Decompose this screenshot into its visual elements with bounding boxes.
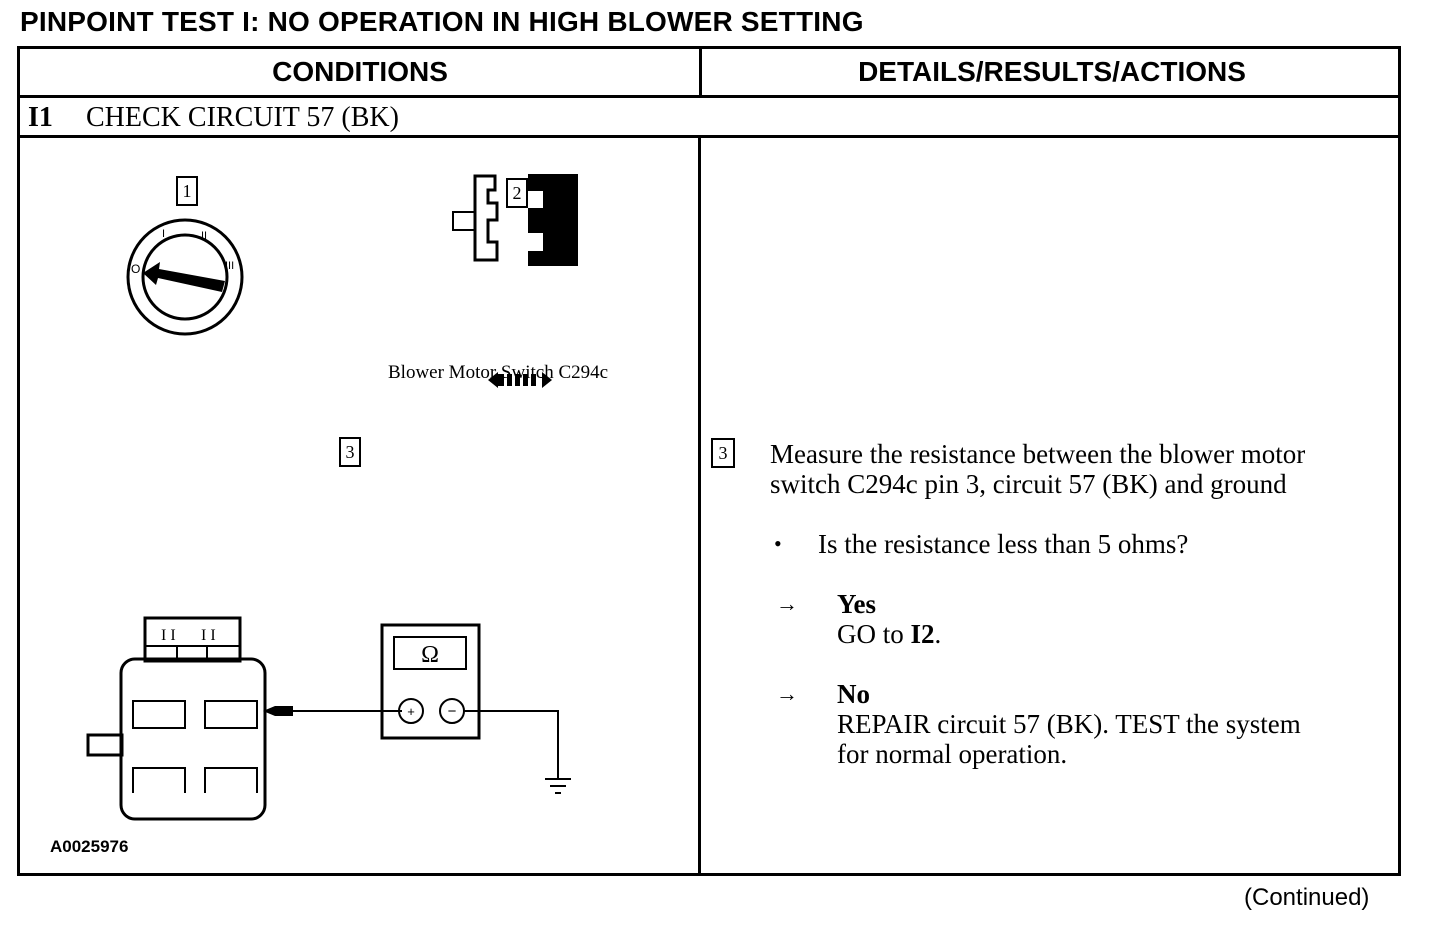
step-row: I1 CHECK CIRCUIT 57 (BK) (28, 99, 399, 137)
details-header: DETAILS/RESULTS/ACTIONS (858, 56, 1246, 87)
header-divider (699, 49, 702, 95)
continued-note: (Continued) (1244, 884, 1370, 911)
ohmmeter-icon: Ω + − (380, 623, 481, 740)
callout-box-3: 3 (339, 437, 361, 467)
pinpoint-test-table: CONDITIONS DETAILS/RESULTS/ACTIONS I1 CH… (17, 46, 1401, 876)
instruction-line-1: Measure the resistance between the blowe… (770, 439, 1306, 469)
switch-label-3: III (225, 260, 234, 272)
yes-arrow-icon: → (776, 591, 798, 616)
no-arrow-icon: → (776, 681, 798, 706)
instruction-line-2: switch C294c pin 3, circuit 57 (BK) and … (770, 469, 1287, 499)
blower-switch-knob-icon: O I II III (126, 218, 244, 336)
callout-box-2: 2 (506, 178, 528, 208)
yes-target-link[interactable]: I2 (910, 619, 935, 649)
connector-caption: Blower Motor Switch C294c (388, 362, 609, 383)
svg-text:+: + (407, 704, 415, 719)
no-label: No (837, 679, 870, 709)
switch-label-1: I (162, 228, 165, 240)
no-action-line-1: REPAIR circuit 57 (BK). TEST the system (837, 709, 1301, 739)
callout-box-1: 1 (176, 176, 198, 206)
column-divider (698, 138, 701, 876)
wiring-diagram: O I II III I I I I (86, 174, 578, 821)
conditions-header: CONDITIONS (272, 56, 448, 87)
switch-label-2: II (201, 230, 207, 242)
yes-action-period: . (934, 619, 942, 649)
page-title: PINPOINT TEST I: NO OPERATION IN HIGH BL… (20, 6, 864, 37)
ground-icon (464, 710, 571, 794)
figure-id: A0025976 (50, 837, 129, 856)
bullet-marker: • (774, 531, 782, 556)
yes-action: GO to I2. (837, 619, 941, 649)
connector-disconnect-icon (452, 174, 578, 388)
step-title: CHECK CIRCUIT 57 (BK) (86, 102, 399, 133)
details-callout-box-3: 3 (711, 438, 735, 468)
switch-label-off: O (131, 262, 140, 276)
connector-face-icon: I I I I (86, 616, 267, 821)
ohm-symbol: Ω (421, 642, 439, 668)
svg-text:I I: I I (161, 627, 176, 644)
yes-action-text: GO to (837, 619, 911, 649)
probe-lead-icon (263, 706, 402, 716)
svg-text:I I: I I (201, 627, 216, 644)
yes-label: Yes (837, 589, 876, 619)
question-text: Is the resistance less than 5 ohms? (818, 529, 1189, 559)
no-action-line-2: for normal operation. (837, 739, 1068, 769)
step-rule (20, 135, 1398, 138)
svg-text:−: − (448, 703, 457, 720)
step-number: I1 (28, 102, 53, 133)
header-rule (20, 95, 1398, 98)
